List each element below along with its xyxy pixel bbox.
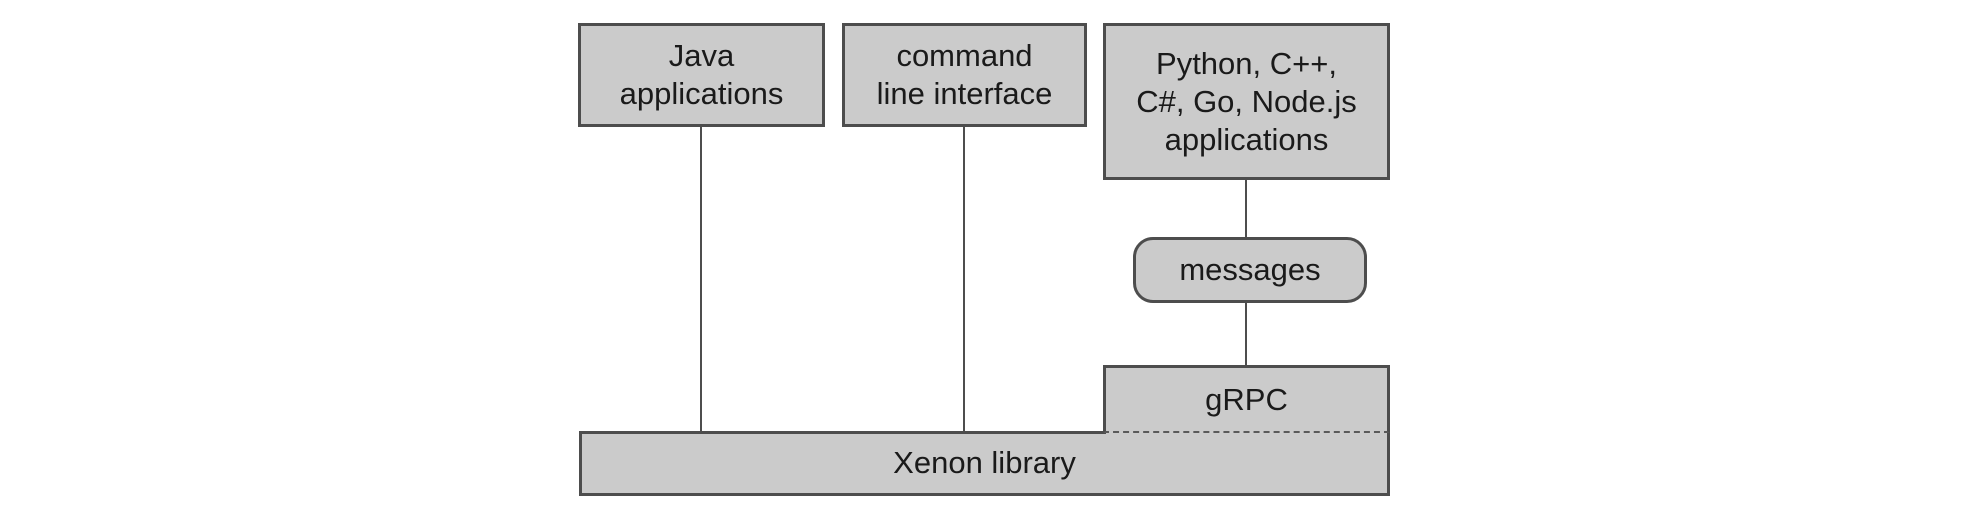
node-command-line-interface: command line interface (842, 23, 1087, 127)
node-java-applications: Java applications (578, 23, 825, 127)
node-java-applications-label: Java applications (619, 38, 784, 111)
node-grpc: gRPC (1103, 365, 1390, 433)
node-xenon-library: Xenon library (579, 432, 1390, 496)
edge-cli-to-xenon (963, 127, 965, 432)
node-messages-label: messages (1179, 252, 1321, 287)
node-command-line-interface-label: command line interface (876, 38, 1053, 111)
node-polyglot-applications: Python, C++, C#, Go, Node.js application… (1103, 23, 1390, 180)
node-xenon-library-label: Xenon library (893, 444, 1076, 480)
node-grpc-label: gRPC (1205, 381, 1288, 417)
node-messages: messages (1133, 237, 1367, 303)
edge-java-to-xenon (700, 127, 702, 432)
xenon-top-border-segment (579, 430, 1106, 434)
node-polyglot-applications-label: Python, C++, C#, Go, Node.js application… (1136, 45, 1357, 157)
